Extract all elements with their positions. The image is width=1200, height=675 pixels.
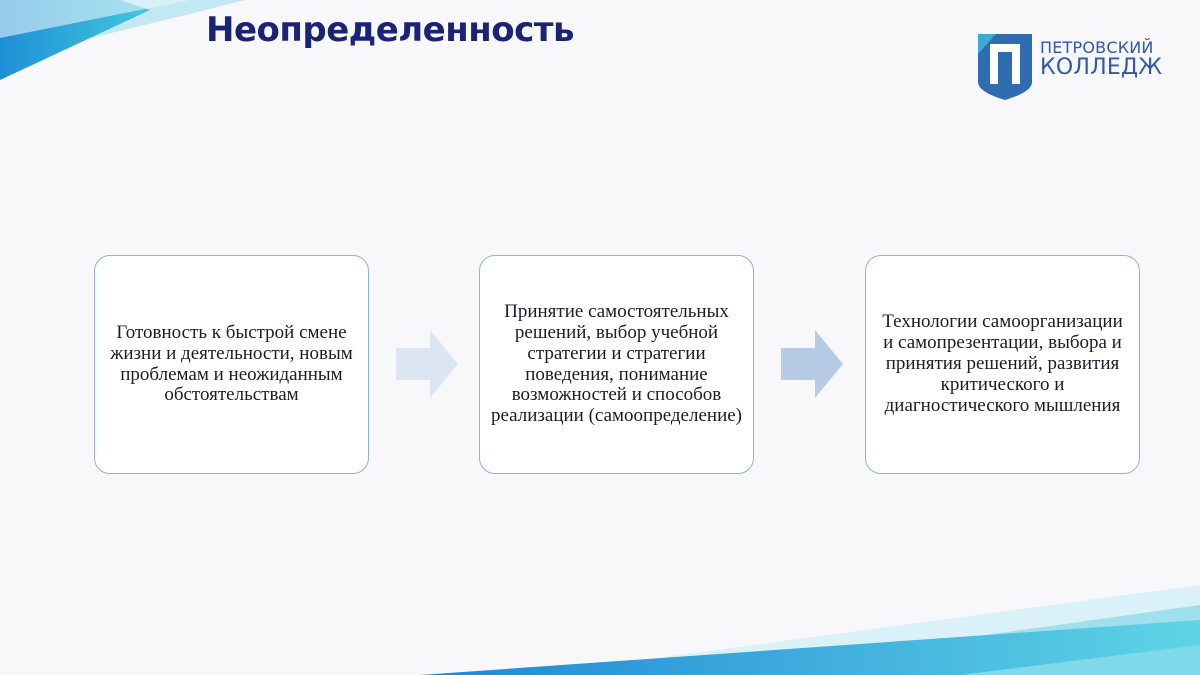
- bottom-ribbon-accent: [960, 645, 1200, 675]
- step-text-1: Готовность к быстрой смене жизни и деяте…: [110, 321, 353, 406]
- logo-text: ПЕТРОВСКИЙ КОЛЛЕДЖ: [1040, 40, 1162, 79]
- bottom-ribbon-pale: [530, 585, 1200, 675]
- step-text-3: Технологии самоорганизации и самопрезент…: [882, 311, 1123, 416]
- petrovsky-shield-icon: [978, 34, 1032, 100]
- step-text-2: Принятие самостоятельных решений, выбор …: [490, 300, 743, 427]
- arrow-right-icon: [396, 330, 458, 398]
- logo-line-1: ПЕТРОВСКИЙ: [1040, 38, 1154, 57]
- step-box-2: Принятие самостоятельных решений, выбор …: [479, 255, 754, 474]
- bottom-ribbon-main: [420, 620, 1200, 675]
- step-box-3: Технологии самоорганизации и самопрезент…: [865, 255, 1140, 474]
- page-title: Неопределенность: [206, 10, 574, 50]
- top-ribbon-pale: [0, 0, 190, 38]
- logo-line-2: КОЛЛЕДЖ: [1040, 55, 1163, 80]
- college-logo: ПЕТРОВСКИЙ КОЛЛЕДЖ: [976, 32, 1176, 104]
- arrow-right-icon: [781, 330, 843, 398]
- step-box-1: Готовность к быстрой смене жизни и деяте…: [94, 255, 369, 474]
